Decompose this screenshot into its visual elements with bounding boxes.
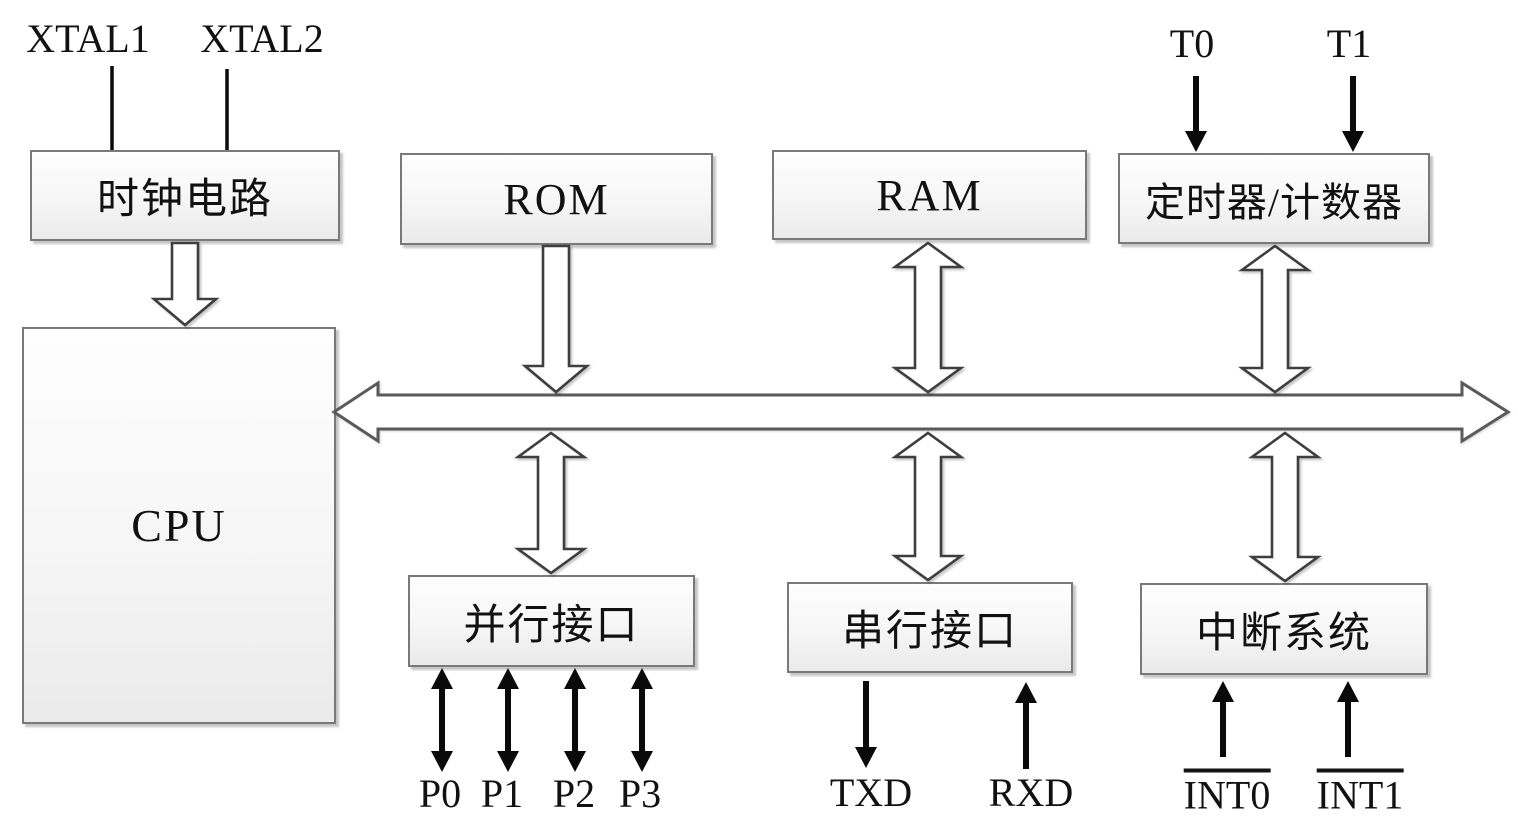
pin-label-p1: P1 (480, 771, 524, 816)
pin-label-int1: INT1 (1316, 768, 1404, 816)
t0-arrow (1185, 76, 1207, 152)
pin-label-xtal2: XTAL2 (200, 16, 324, 61)
t1-arrow (1342, 76, 1364, 152)
block-interrupt-system: 中断系统 (1140, 583, 1428, 675)
block-clock-circuit: 时钟电路 (30, 150, 340, 241)
int1-arrow (1337, 681, 1359, 757)
interrupt-bus-arrow (1248, 431, 1322, 583)
rom-to-bus-arrow (521, 244, 591, 394)
system-bus-arrow (331, 380, 1511, 444)
pin-label-p3: P3 (618, 771, 662, 816)
p2-arrow (564, 668, 586, 772)
serial-bus-arrow (891, 431, 965, 582)
pin-label-t1: T1 (1326, 21, 1372, 66)
int0-overline-text: INT0 (1183, 768, 1271, 816)
block-timer-counter: 定时器/计数器 (1118, 153, 1430, 244)
pin-label-rxd: RXD (988, 770, 1074, 815)
int0-arrow (1212, 681, 1234, 757)
pin-label-p0: P0 (418, 771, 462, 816)
pin-label-p2: P2 (552, 771, 596, 816)
block-ram: RAM (772, 150, 1087, 240)
block-serial-port: 串行接口 (787, 582, 1073, 673)
int1-overline-text: INT1 (1316, 768, 1404, 816)
pin-label-txd: TXD (829, 770, 913, 815)
timer-bus-arrow (1238, 244, 1312, 394)
block-parallel-port: 并行接口 (408, 575, 695, 667)
pin-label-xtal1: XTAL1 (26, 16, 150, 61)
block-rom: ROM (400, 153, 713, 245)
clock-to-cpu-arrow (150, 241, 220, 327)
p0-arrow (431, 668, 453, 772)
txd-arrow (855, 681, 877, 768)
pin-label-t0: T0 (1169, 21, 1215, 66)
parallel-bus-arrow (514, 431, 588, 575)
p3-arrow (631, 668, 653, 772)
p1-arrow (497, 668, 519, 772)
ram-bus-arrow (891, 241, 965, 394)
pin-label-int0: INT0 (1183, 768, 1271, 816)
rxd-arrow (1015, 682, 1037, 769)
block-cpu: CPU (22, 327, 336, 724)
